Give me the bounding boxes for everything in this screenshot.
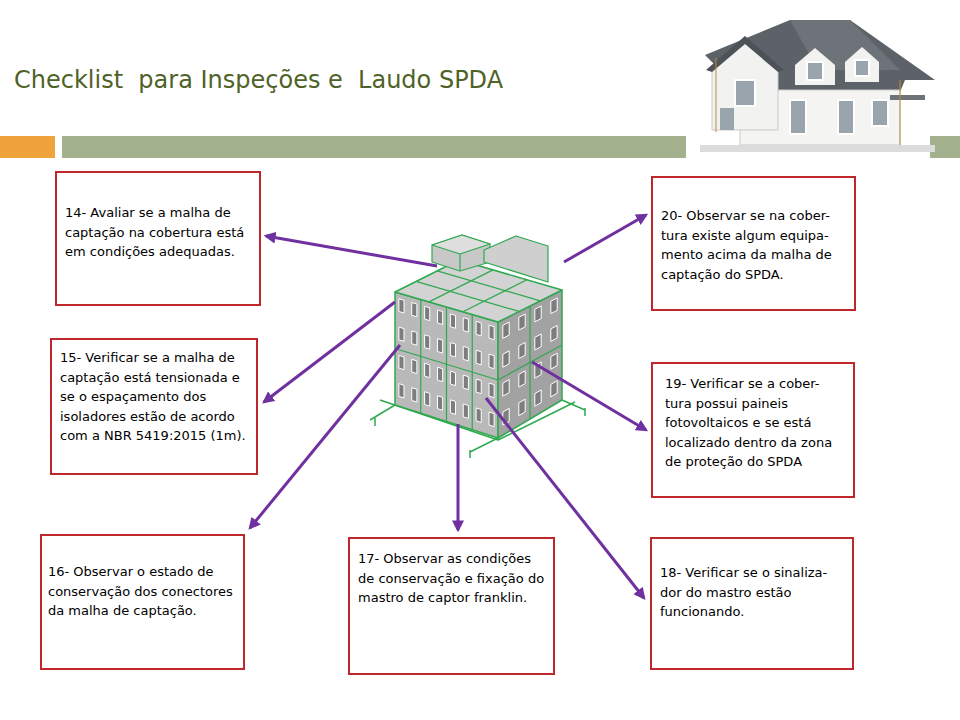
checklist-text: 15- Verificar se a malha de captação est… — [60, 348, 248, 446]
leader-arrow — [564, 215, 646, 262]
leader-arrow — [266, 236, 437, 266]
leader-arrow — [532, 362, 646, 430]
leader-arrow — [264, 302, 395, 402]
header-bar-orange — [0, 136, 55, 158]
checklist-box: 15- Verificar se a malha de captação est… — [50, 338, 258, 475]
leader-arrow — [250, 345, 400, 528]
house-picture — [686, 0, 935, 162]
checklist-text: 20- Observar se na cober- tura existe al… — [661, 206, 846, 284]
checklist-box: 19- Verificar se a cober- tura possui pa… — [651, 362, 855, 498]
checklist-text: 18- Verificar se o sinaliza- dor do mast… — [660, 563, 844, 622]
leader-arrow — [457, 424, 460, 530]
checklist-text: 19- Verificar se a cober- tura possui pa… — [665, 374, 845, 472]
checklist-text: 17- Observar as condições de conservação… — [358, 549, 545, 608]
checklist-box: 14- Avaliar se a malha de captação na co… — [55, 171, 261, 306]
checklist-text: 16- Observar o estado de conservação dos… — [48, 562, 237, 621]
checklist-box: 20- Observar se na cober- tura existe al… — [651, 176, 856, 311]
page-title: Checklist para Inspeções e Laudo SPDA — [14, 66, 503, 94]
checklist-box: 17- Observar as condições de conservação… — [348, 537, 555, 675]
checklist-box: 18- Verificar se o sinaliza- dor do mast… — [650, 537, 854, 670]
checklist-text: 14- Avaliar se a malha de captação na co… — [65, 203, 251, 262]
checklist-box: 16- Observar o estado de conservação dos… — [40, 534, 245, 670]
building-illustration — [370, 235, 585, 458]
